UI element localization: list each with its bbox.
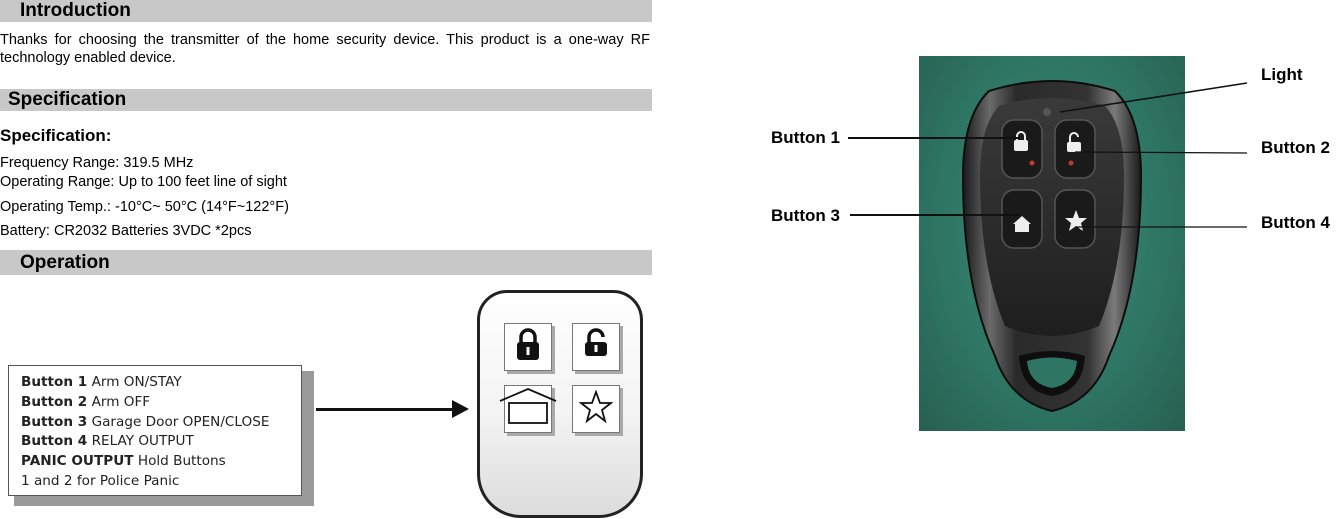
legend-row: Button 1 Arm ON/STAY bbox=[21, 374, 182, 390]
callout-button-1: Button 1 bbox=[771, 128, 840, 147]
arrow-line bbox=[316, 408, 456, 411]
callout-light: Light bbox=[1261, 65, 1303, 84]
garage-icon bbox=[499, 387, 557, 432]
spec-line-range: Operating Range: Up to 100 feet line of … bbox=[0, 174, 287, 190]
diagram-button-2 bbox=[572, 323, 620, 371]
diagram-button-1 bbox=[504, 323, 552, 371]
callout-button-3: Button 3 bbox=[771, 206, 840, 225]
star-icon bbox=[578, 388, 614, 429]
legend-row: Button 4 RELAY OUTPUT bbox=[21, 433, 194, 450]
legend-row: 1 and 2 for Police Panic bbox=[21, 472, 180, 489]
spec-line-temperature: Operating Temp.: -10°C~ 50°C (14°F~122°F… bbox=[0, 199, 289, 215]
key-fob-photo bbox=[919, 56, 1185, 431]
spec-line-frequency: Frequency Range: 319.5 MHz bbox=[0, 155, 194, 171]
key-fob-illustration bbox=[961, 80, 1143, 413]
lock-icon bbox=[515, 327, 541, 367]
section-header-specification: Specification bbox=[0, 89, 652, 111]
callout-button-4: Button 4 bbox=[1261, 213, 1330, 232]
legend-row: Button 2 Arm OFF bbox=[21, 393, 151, 410]
diagram-button-3 bbox=[499, 385, 557, 433]
callout-button-2: Button 2 bbox=[1261, 138, 1330, 157]
spec-line-battery: Battery: CR2032 Batteries 3VDC *2pcs bbox=[0, 223, 252, 239]
diagram-button-4 bbox=[572, 385, 620, 433]
remote-diagram bbox=[477, 290, 643, 518]
section-header-operation: Operation bbox=[0, 250, 652, 275]
legend-row: Button 3 Garage Door OPEN/CLOSE bbox=[21, 413, 270, 430]
section-header-introduction: Introduction bbox=[0, 0, 652, 22]
arrow-head bbox=[452, 400, 469, 418]
button-legend: Button 1 Arm ON/STAY Button 2 Arm OFF Bu… bbox=[8, 365, 302, 496]
legend-row: PANIC OUTPUT Hold Buttons bbox=[21, 453, 226, 470]
spec-title: Specification: bbox=[0, 126, 112, 145]
intro-paragraph: Thanks for choosing the transmitter of t… bbox=[0, 32, 650, 66]
unlock-icon bbox=[583, 327, 609, 367]
